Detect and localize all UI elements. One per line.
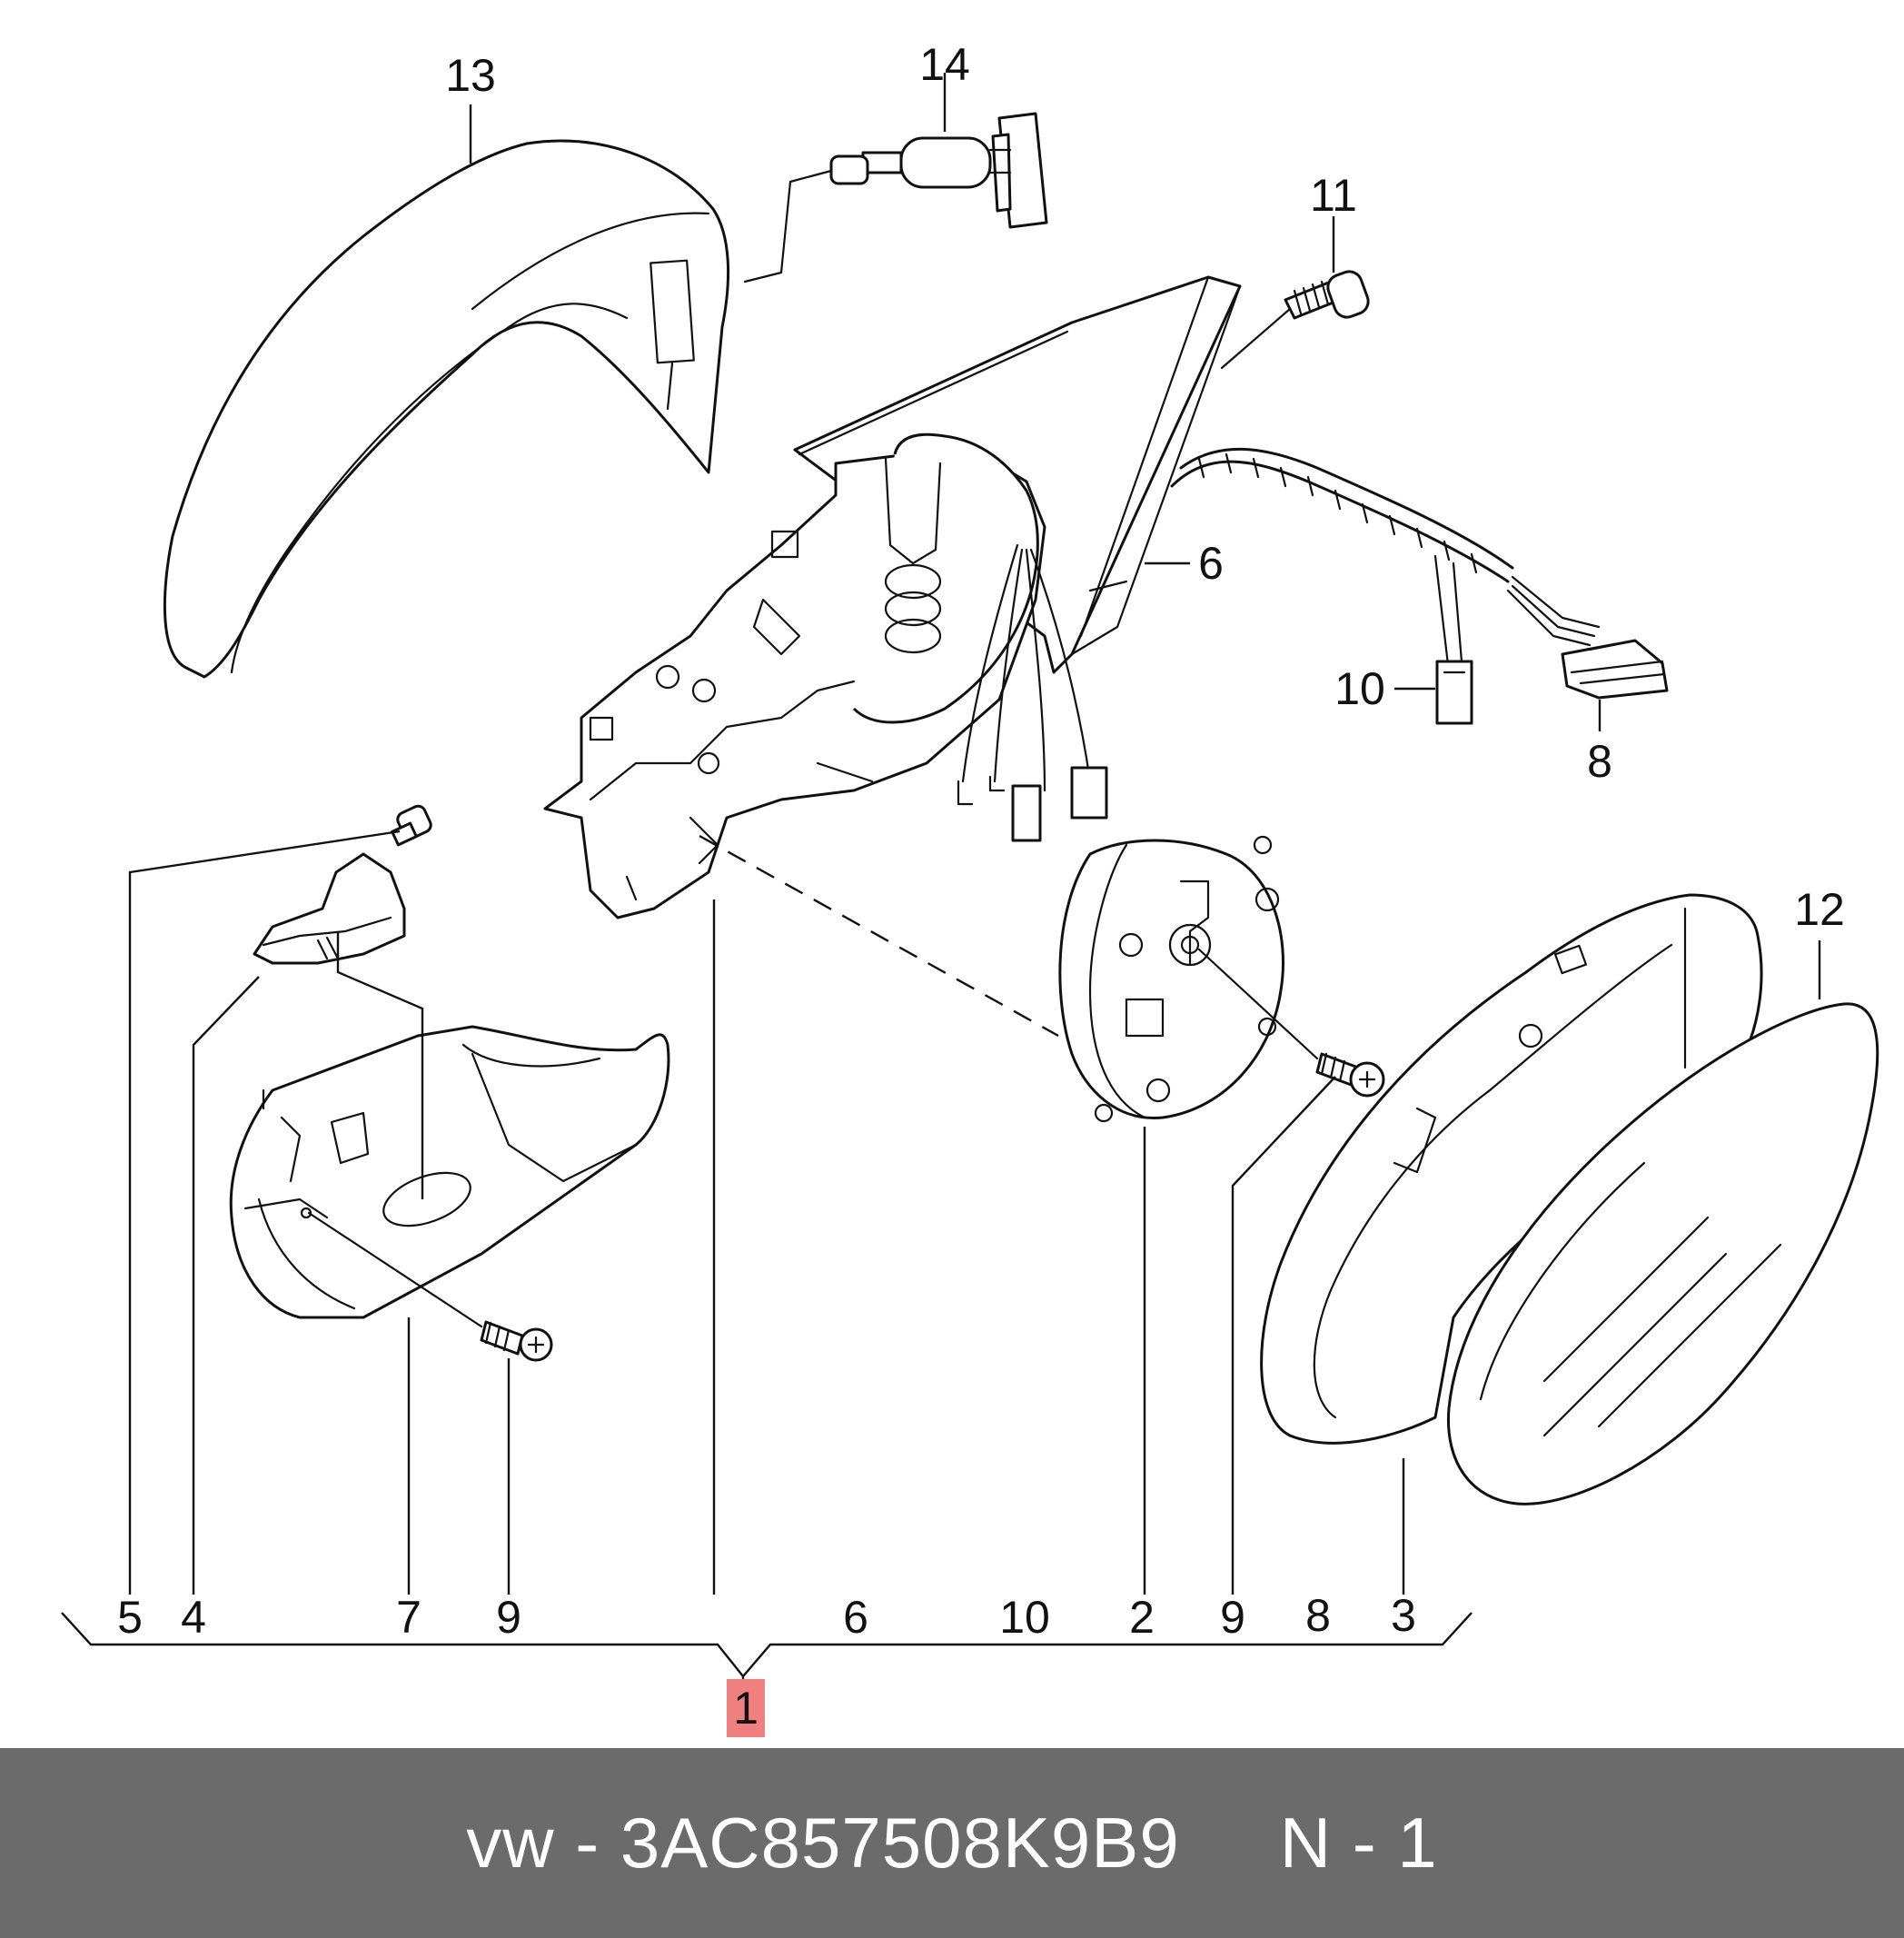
- part-8-connector[interactable]: [1561, 639, 1669, 700]
- part-7-lower-housing[interactable]: [229, 1025, 670, 1319]
- part-9-screw-left[interactable]: [307, 1211, 553, 1362]
- callout-11: 11: [1310, 170, 1357, 221]
- bracket-label-4: 4: [181, 1592, 206, 1643]
- assembly-highlight: [727, 1679, 765, 1737]
- bracket-label-9a: 9: [496, 1592, 521, 1643]
- callout-14: 14: [919, 39, 970, 90]
- bracket-label-3: 3: [1391, 1590, 1416, 1641]
- part-10-connector[interactable]: [1435, 660, 1473, 725]
- part-5-bulb[interactable]: [391, 804, 433, 847]
- leader-lines: [128, 73, 1821, 1595]
- callout-10-top: 10: [1334, 663, 1385, 714]
- part-2-adjust-motor[interactable]: [1058, 835, 1284, 1123]
- callout-6-top: 6: [1198, 538, 1224, 589]
- bracket-label-10: 10: [999, 1592, 1050, 1643]
- bracket-label-7: 7: [396, 1592, 421, 1643]
- callout-12: 12: [1794, 884, 1845, 935]
- bracket-label-6: 6: [843, 1592, 868, 1643]
- bracket-label-9b: 9: [1220, 1592, 1245, 1643]
- part-1-mirror-bracket[interactable]: [543, 432, 1046, 919]
- part-number-footer: vw - 3AC857508K9B9 N - 1: [0, 1748, 1904, 1938]
- part-12-mirror-glass[interactable]: [1446, 1002, 1879, 1506]
- part-3-glass-holder[interactable]: [1260, 893, 1763, 1445]
- part-11-screw[interactable]: [1220, 268, 1372, 370]
- alignment-dashed-line: [699, 834, 1059, 1038]
- callout-labels: 13 14 11 6 10 8 12: [445, 39, 1845, 935]
- bracket-label-8: 8: [1305, 1590, 1331, 1641]
- callout-8-top: 8: [1587, 736, 1612, 787]
- assembly-bracket: 5 4 7 9 6 10 2 9 8 3 1: [61, 1590, 1473, 1737]
- part-9-screw-right[interactable]: [1197, 948, 1385, 1098]
- callout-13: 13: [445, 50, 496, 101]
- page-number-text: N - 1: [1279, 1803, 1438, 1883]
- assembly-number: 1: [733, 1683, 759, 1734]
- exploded-parts-diagram: 13 14 11 6 10 8 12 5 4 7 9 6 10 2 9 8 3 …: [61, 39, 1879, 1737]
- part-number-text: vw - 3AC857508K9B9: [466, 1803, 1180, 1883]
- bracket-label-5: 5: [117, 1592, 143, 1643]
- part-13-housing-cover[interactable]: [163, 139, 730, 679]
- wiring-harness[interactable]: [961, 447, 1601, 792]
- bracket-label-2: 2: [1129, 1592, 1155, 1643]
- part-4-lamp-lens[interactable]: [253, 852, 406, 965]
- part-14-lamp-unit[interactable]: [743, 112, 1048, 283]
- harness-connectors: [957, 766, 1108, 842]
